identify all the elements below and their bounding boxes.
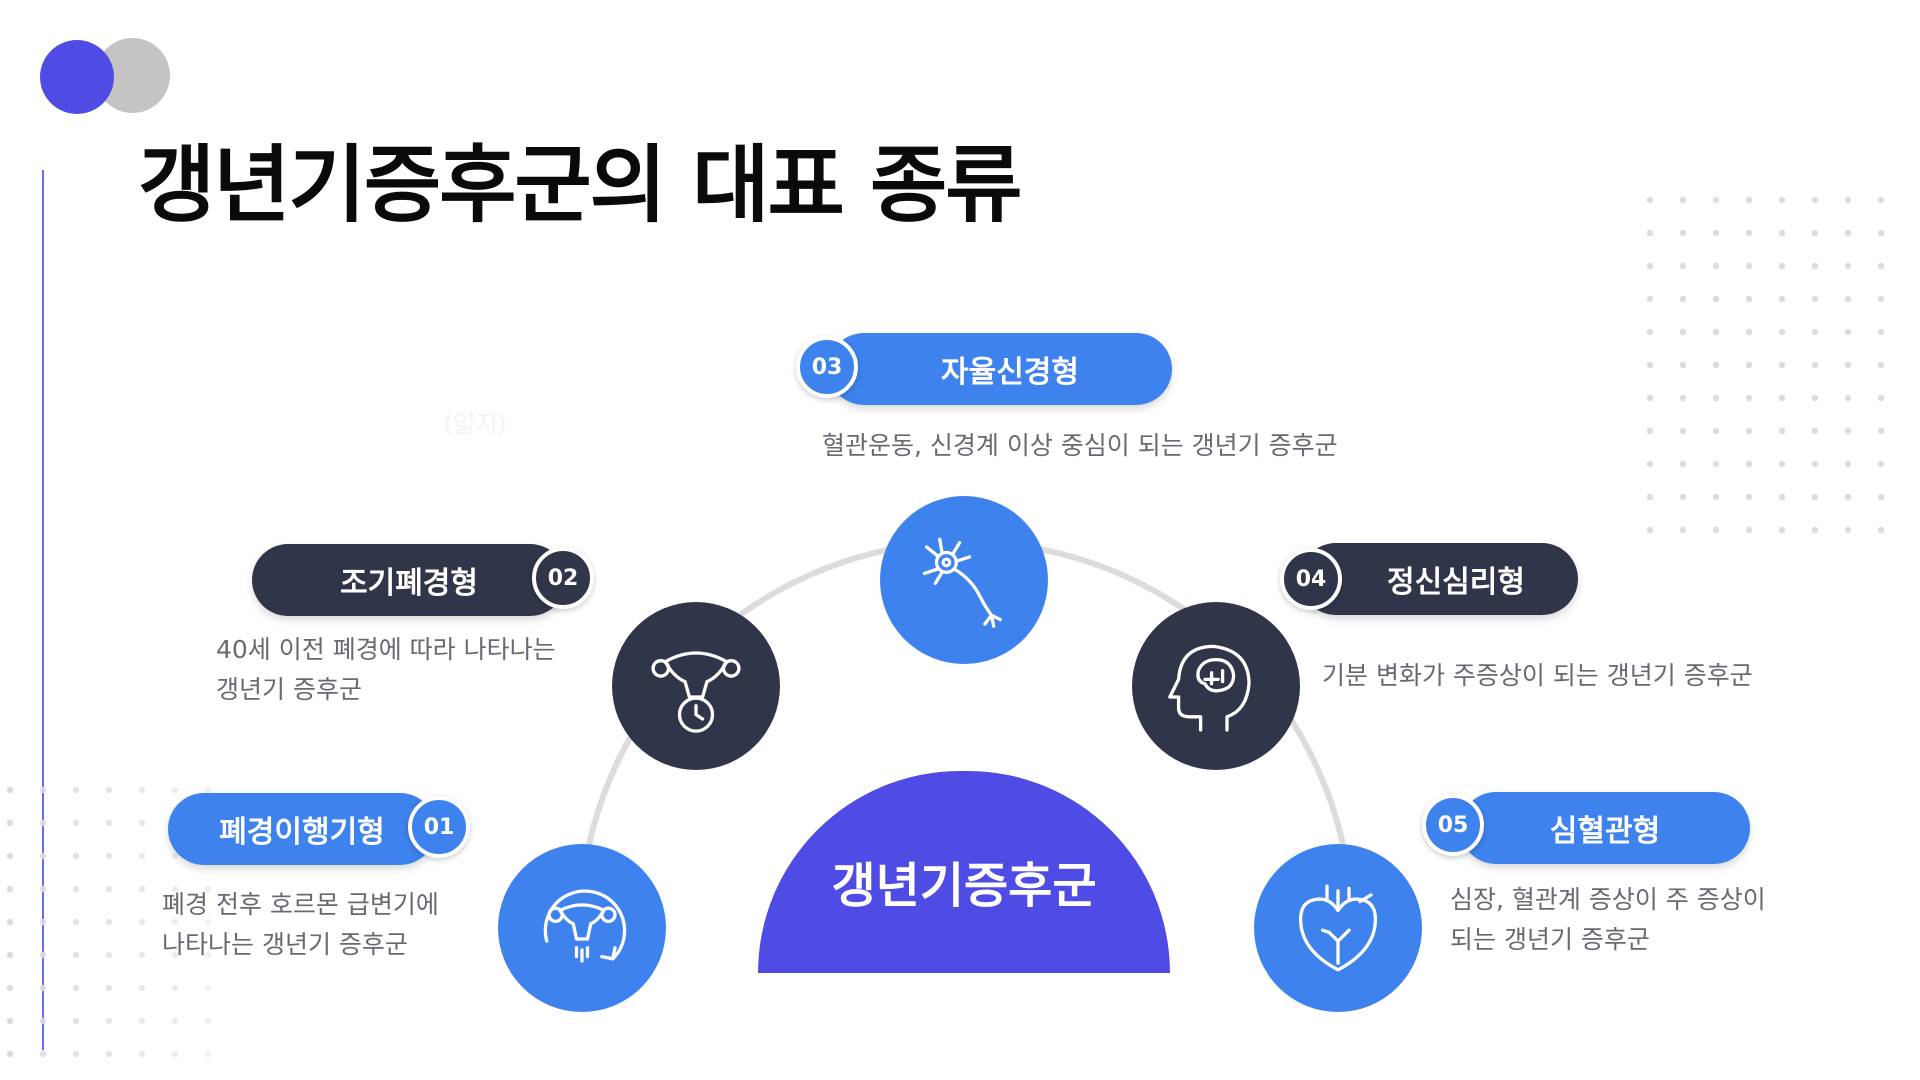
type-number: 03	[811, 354, 843, 380]
type-number: 01	[423, 814, 455, 840]
type-badge-01: 01	[408, 796, 470, 858]
desc-line: 되는 갱년기 증후군	[1450, 925, 1650, 954]
center-label: 갱년기증후군	[831, 858, 1097, 914]
desc-line: 혈관운동, 신경계 이상 중심이 되는 갱년기 증후군	[822, 431, 1338, 460]
type-circle-03	[880, 496, 1048, 664]
type-name: 정신심리형	[1387, 565, 1525, 600]
desc-line: 나타나는 갱년기 증후군	[162, 930, 408, 959]
decor-dot-blue	[40, 40, 114, 114]
brain-head-icon	[1168, 644, 1251, 732]
desc-line: 기분 변화가 주증상이 되는 갱년기 증후군	[1322, 661, 1753, 690]
uterus-clock-icon	[651, 651, 741, 733]
heart-icon	[1298, 884, 1378, 972]
type-number: 02	[547, 565, 579, 591]
desc-line: 40세 이전 폐경에 따라 나타나는	[216, 635, 556, 664]
type-pill-01: 폐경이행기형	[168, 793, 436, 865]
type-pill-05: 심혈관형	[1460, 792, 1750, 864]
desc-line: 폐경 전후 호르몬 급변기에	[162, 890, 439, 919]
uterus-cycle-icon	[543, 889, 627, 963]
desc-line: 심장, 혈관계 증상이 주 증상이	[1450, 885, 1766, 914]
type-name: 폐경이행기형	[219, 815, 385, 850]
type-desc-05: 심장, 혈관계 증상이 주 증상이 되는 갱년기 증후군	[1450, 880, 1766, 960]
type-number: 05	[1437, 812, 1469, 838]
type-number: 04	[1295, 566, 1327, 592]
type-circle-02	[612, 602, 780, 770]
decor-dot-grid-right	[1646, 196, 1885, 534]
decor-vertical-line	[42, 170, 44, 1050]
type-badge-04: 04	[1280, 548, 1342, 610]
type-name: 자율신경형	[941, 355, 1079, 390]
type-desc-03: 혈관운동, 신경계 이상 중심이 되는 갱년기 증후군	[822, 426, 1338, 466]
type-name: 심혈관형	[1549, 814, 1661, 849]
type-pill-04: 정신심리형	[1300, 543, 1578, 615]
faint-watermark-text: (얇지)	[444, 410, 507, 438]
type-circle-01	[498, 844, 666, 1012]
type-desc-01: 폐경 전후 호르몬 급변기에 나타나는 갱년기 증후군	[162, 885, 439, 965]
type-badge-02: 02	[532, 547, 594, 609]
type-circle-05	[1254, 844, 1422, 1012]
type-badge-03: 03	[796, 336, 858, 398]
type-desc-04: 기분 변화가 주증상이 되는 갱년기 증후군	[1322, 656, 1753, 696]
page-title: 갱년기증후군의 대표 종류	[138, 136, 1023, 234]
desc-line: 갱년기 증후군	[216, 675, 362, 704]
type-pill-03: 자율신경형	[828, 333, 1172, 405]
type-circle-04	[1132, 602, 1300, 770]
type-badge-05: 05	[1422, 794, 1484, 856]
type-pill-02: 조기폐경형	[252, 544, 566, 616]
type-desc-02: 40세 이전 폐경에 따라 나타나는 갱년기 증후군	[216, 630, 556, 710]
type-name: 조기폐경형	[340, 566, 478, 601]
neuron-icon	[922, 537, 1002, 628]
